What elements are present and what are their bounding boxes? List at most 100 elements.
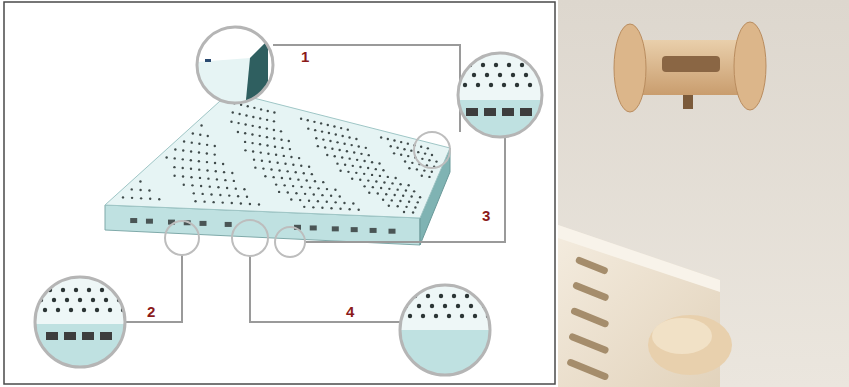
vent-dot (502, 83, 506, 87)
vent-dot (439, 294, 443, 298)
vent-dot (363, 173, 365, 175)
vent-dot (192, 132, 194, 134)
vent-dot (494, 63, 498, 67)
vent-dot (403, 148, 405, 150)
vent-dot (355, 138, 357, 140)
vent-dot (336, 162, 338, 164)
vent-dot (273, 137, 275, 139)
vent-dot (61, 288, 65, 292)
vent-dot (419, 196, 421, 198)
vent-dot (182, 175, 184, 177)
vent-dot (258, 203, 260, 205)
vent-dot (287, 191, 289, 193)
vent-dot (87, 288, 91, 292)
vent-dot (237, 195, 239, 197)
vent-dot (206, 169, 208, 171)
magnifier-detail (30, 275, 130, 375)
vent-dot (240, 202, 242, 204)
vent-dot (173, 166, 175, 168)
vent-dot (158, 198, 160, 200)
vent-dot (228, 194, 230, 196)
vent-dot (262, 167, 264, 169)
vent-dot (387, 138, 389, 140)
vent-dot (367, 179, 369, 181)
vent-dot (244, 149, 246, 151)
vent-dot (520, 63, 524, 67)
vent-dot (360, 153, 362, 155)
vent-dot (469, 304, 473, 308)
vent-dot (264, 175, 266, 177)
vent-dot (191, 184, 193, 186)
magnifier-circle (458, 53, 542, 137)
vent-dot (533, 63, 537, 67)
vent-dot (485, 73, 489, 77)
vent-dot (281, 147, 283, 149)
vent-dot (253, 107, 255, 109)
leader-line (273, 45, 460, 132)
vent-dot (368, 192, 370, 194)
vent-dot (198, 143, 200, 145)
wooden-clip (614, 22, 766, 112)
vent-dot (253, 158, 255, 160)
vent-dot (340, 127, 342, 129)
vent-dot (412, 211, 414, 213)
vent-dot (290, 198, 292, 200)
vent-dot (308, 166, 310, 168)
vent-dot (431, 154, 433, 156)
vent-dot (399, 200, 401, 202)
vent-dot (183, 184, 185, 186)
vent-dot (385, 193, 387, 195)
vent-dot (410, 149, 412, 151)
vent-dot (191, 141, 193, 143)
vent-dot (489, 83, 493, 87)
vent-dot (321, 130, 323, 132)
vent-dot (231, 172, 233, 174)
vent-dot (193, 192, 195, 194)
vent-dot (355, 172, 357, 174)
vent-dot (498, 73, 502, 77)
vent-dot (330, 207, 332, 209)
vent-dot (473, 314, 477, 318)
vent-dot (507, 63, 511, 67)
vent-dot (396, 147, 398, 149)
vent-dot (219, 194, 221, 196)
magnifier-detail (395, 283, 495, 383)
vent-dot (348, 208, 350, 210)
vent-dot (222, 201, 224, 203)
vent-dot (405, 206, 407, 208)
vent-dot (423, 169, 425, 171)
vent-dot (352, 165, 354, 167)
vent-dot (472, 73, 476, 77)
vent-dot (303, 206, 305, 208)
vent-dot (198, 151, 200, 153)
vent-dot (235, 187, 237, 189)
leader-lines (125, 45, 505, 322)
device (105, 92, 450, 245)
port-slot (200, 221, 207, 226)
vent-dot (207, 177, 209, 179)
port-slot (351, 227, 358, 232)
vent-dot (478, 294, 482, 298)
vent-dot (56, 308, 60, 312)
vent-dot (182, 149, 184, 151)
vent-dot (336, 141, 338, 143)
vent-dot (273, 129, 275, 131)
vent-dot (452, 294, 456, 298)
vent-dot (333, 125, 335, 127)
vent-dot (408, 200, 410, 202)
vent-dot (214, 145, 216, 147)
vent-dot (358, 145, 360, 147)
vent-dot (198, 160, 200, 162)
vent-dot (408, 167, 410, 169)
vent-dot (528, 83, 532, 87)
vent-dot (206, 152, 208, 154)
vent-dot (210, 193, 212, 195)
callout-number: 2 (147, 303, 155, 320)
vent-dot (215, 170, 217, 172)
port-slot (389, 229, 396, 234)
vent-dot (230, 121, 232, 123)
vent-dot (223, 171, 225, 173)
vent-dot (357, 208, 359, 210)
vent-dot (321, 207, 323, 209)
vent-dot (35, 288, 39, 292)
